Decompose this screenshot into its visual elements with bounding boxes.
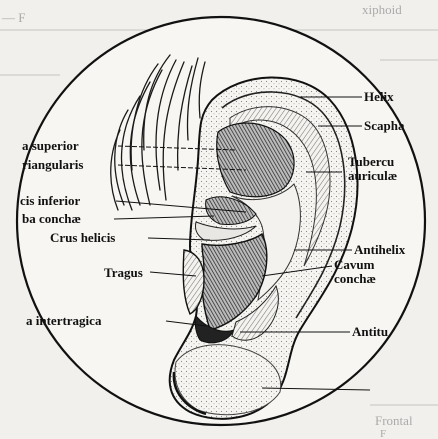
label-antitragus: Antitu <box>352 324 388 339</box>
label-cavum-line1: Cavum <box>334 257 375 272</box>
label-incisura-intertragica: a intertragica <box>26 313 102 328</box>
bleed-text-top-left: — F <box>1 10 25 25</box>
bleed-text-bottom-right-2: F <box>380 428 386 439</box>
label-crus-helicis: Crus helicis <box>50 230 115 245</box>
label-cavum-line2: conchæ <box>334 271 376 286</box>
label-tuberculum-line2: auriculæ <box>348 168 397 183</box>
label-crura-superior: a superior <box>22 138 79 153</box>
label-cymba-conchae: ba conchæ <box>22 211 81 226</box>
label-crura-inferior: cis inferior <box>20 193 81 208</box>
label-tuberculum-line1: Tubercu <box>348 154 394 169</box>
label-scapha: Scapha <box>364 118 405 133</box>
bleed-text-top-right: xiphoid <box>362 2 402 17</box>
bleed-text-bottom-right: Frontal <box>375 413 413 428</box>
label-antihelix: Antihelix <box>354 242 406 257</box>
label-fossa-triangularis: riangularis <box>22 157 83 172</box>
label-helix: Helix <box>364 89 394 104</box>
label-tragus: Tragus <box>104 265 143 280</box>
